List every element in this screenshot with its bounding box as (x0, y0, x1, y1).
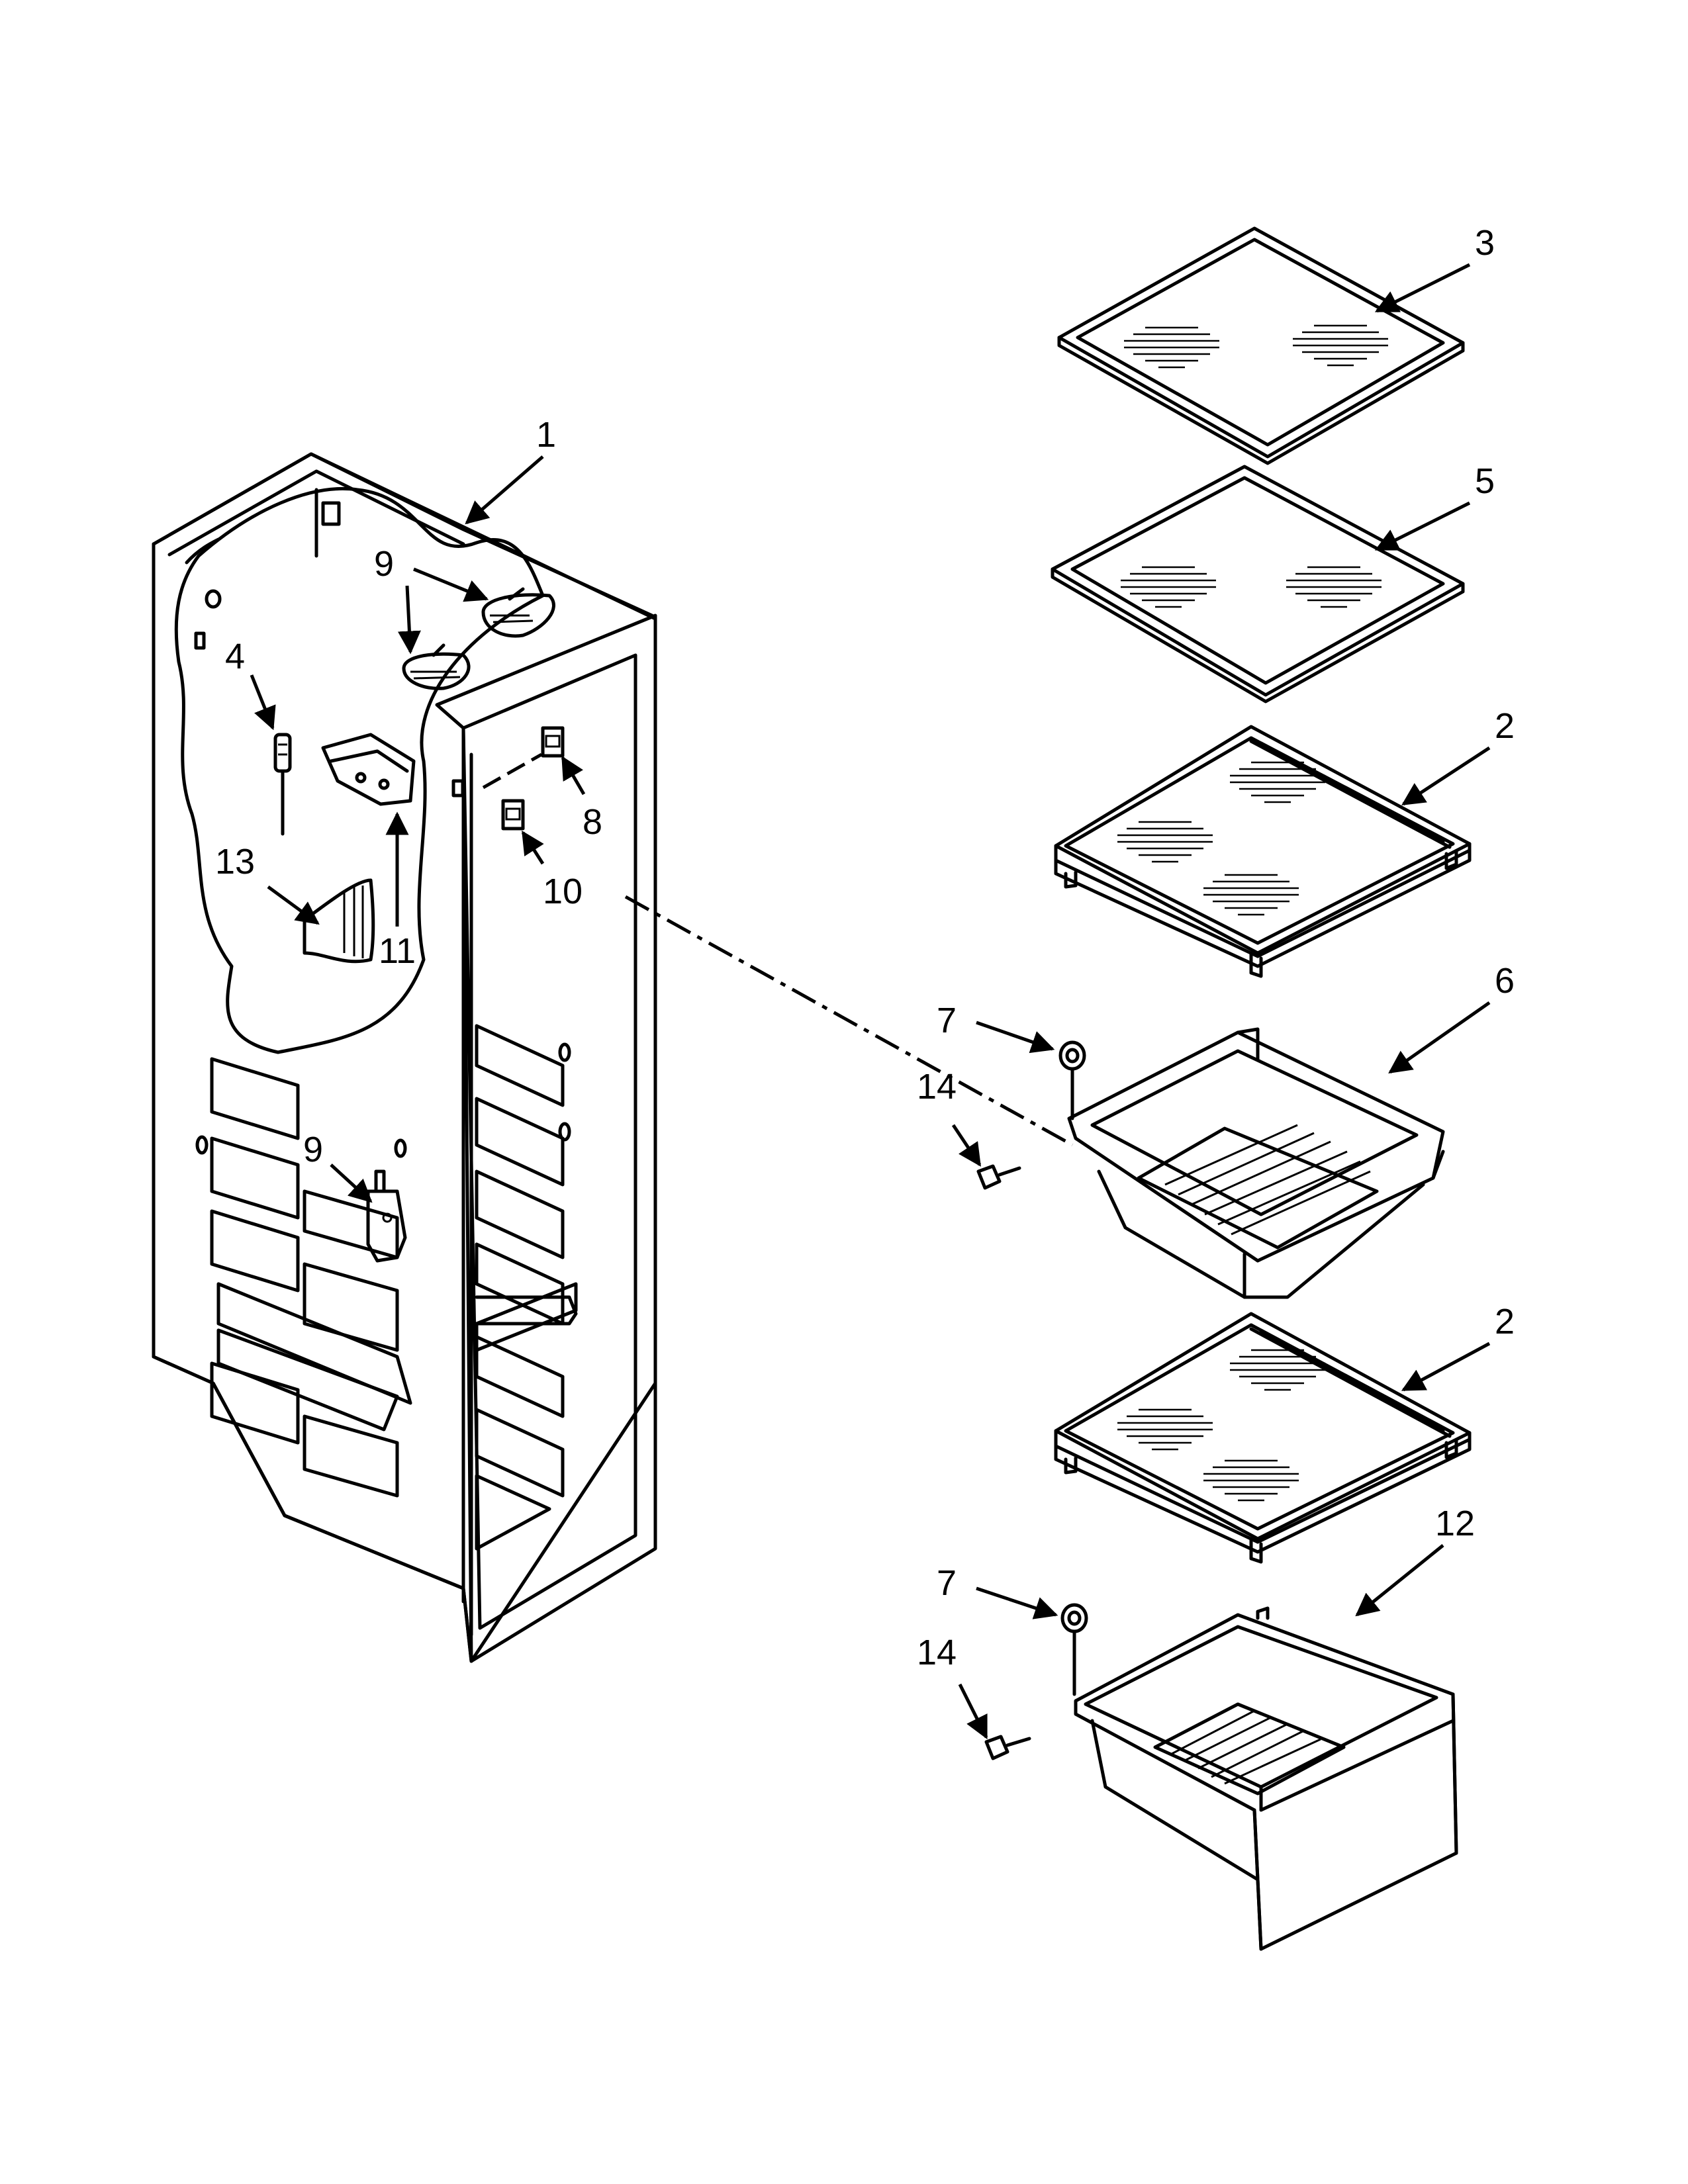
screw-part-14-upper (976, 1164, 1021, 1190)
callout-14-lower: 14 (917, 1633, 957, 1672)
callout-2-lower: 2 (1495, 1302, 1515, 1342)
light-socket-part-4 (273, 733, 292, 836)
callout-7-upper: 7 (937, 1001, 957, 1040)
alignment-line-8 (482, 752, 543, 790)
crisper-drawer-part-12 (1074, 1606, 1458, 1951)
glass-shelf-part-5 (1051, 465, 1465, 704)
callout-9-lower: 9 (303, 1130, 323, 1169)
callout-7-lower: 7 (937, 1563, 957, 1603)
callout-8: 8 (583, 802, 602, 842)
leader-arrows (250, 263, 1491, 1740)
glass-shelf-part-3 (1057, 226, 1465, 465)
framed-shelf-part-2-lower (1054, 1312, 1472, 1564)
callout-6: 6 (1495, 961, 1515, 1001)
deli-drawer-part-6 (1067, 1027, 1445, 1299)
callout-12: 12 (1435, 1504, 1475, 1543)
callout-9-upper: 9 (374, 544, 394, 584)
light-housing-part-11 (321, 733, 416, 806)
callout-13: 13 (215, 842, 255, 882)
framed-shelf-part-2-upper (1054, 725, 1472, 978)
screw-part-14-lower (984, 1735, 1031, 1760)
light-shield-part-13 (303, 878, 375, 964)
callout-14-upper: 14 (917, 1067, 957, 1107)
callout-4: 4 (225, 637, 245, 676)
callout-5: 5 (1475, 461, 1495, 501)
callout-11: 11 (379, 931, 416, 971)
callout-10: 10 (543, 872, 583, 911)
cabinet-liner (152, 452, 657, 1663)
callout-3: 3 (1475, 223, 1495, 263)
thermistor-part-9-lower (366, 1169, 407, 1263)
crisper-support-part-8 (541, 726, 565, 758)
roller-part-7-upper (1058, 1040, 1086, 1120)
callout-1: 1 (536, 415, 556, 455)
thermistor-part-9-top (402, 587, 555, 690)
crisper-support-part-10 (501, 799, 525, 831)
alignment-line (624, 895, 1074, 1147)
callout-2-upper: 2 (1495, 706, 1515, 746)
roller-part-7-lower (1060, 1603, 1088, 1696)
